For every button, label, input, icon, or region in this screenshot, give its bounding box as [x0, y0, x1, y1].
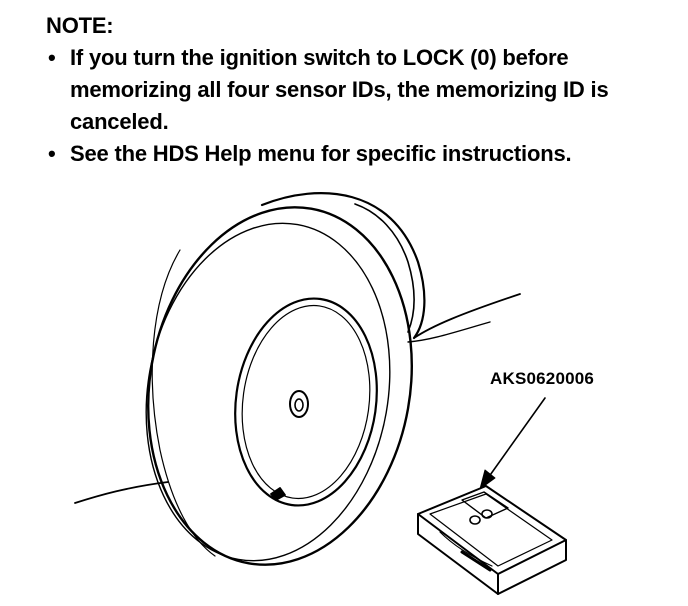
- body-lower-left: [74, 481, 169, 504]
- fender-arch-inner: [354, 203, 415, 333]
- body-line-lower: [407, 321, 491, 343]
- tpms-tool: [417, 485, 567, 595]
- note-block: NOTE: • If you turn the ignition switch …: [46, 10, 666, 170]
- bullet-icon: •: [48, 141, 56, 166]
- note-list: • If you turn the ignition switch to LOC…: [46, 42, 666, 170]
- callout-arrowhead: [479, 469, 496, 490]
- tire-outer: [147, 206, 413, 566]
- bullet-icon: •: [48, 45, 56, 70]
- figure-callout-label: AKS0620006: [490, 369, 595, 388]
- tire-valve-stem-icon: [270, 487, 286, 501]
- note-item-text: If you turn the ignition switch to LOCK …: [70, 45, 609, 134]
- tire-sidewall-shade: [151, 249, 216, 557]
- wheel-hub: [289, 390, 309, 418]
- wheel-rim-inner: [241, 304, 371, 500]
- wheel-rim-outer: [234, 297, 378, 507]
- tire-tread-edge: [145, 222, 391, 562]
- callout-pointer-line: [487, 397, 546, 479]
- note-title: NOTE:: [46, 13, 114, 38]
- body-line: [413, 293, 521, 339]
- fender-arch-outer: [260, 192, 426, 340]
- note-item-ignition: • If you turn the ignition switch to LOC…: [46, 42, 666, 138]
- wheel-hub-center: [294, 398, 304, 412]
- note-item-hds-help: • See the HDS Help menu for specific ins…: [46, 138, 666, 170]
- note-item-text: See the HDS Help menu for specific instr…: [70, 141, 572, 166]
